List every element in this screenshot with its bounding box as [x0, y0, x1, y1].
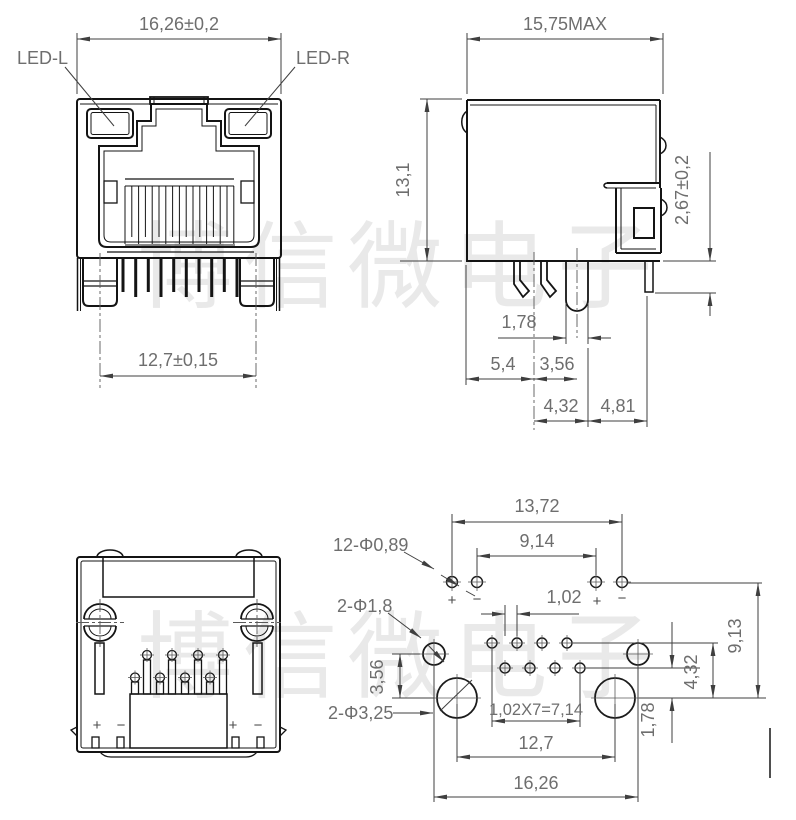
- dim-footprint-total-label: 16,26: [513, 773, 558, 793]
- side-pins: [513, 248, 589, 430]
- dim-side-pin-a-label: 5,4: [490, 354, 515, 374]
- dim-side-pin-width-label: 1,78: [501, 312, 536, 332]
- footprint-extension-lines: [392, 514, 766, 802]
- front-contact-fingers: [107, 186, 254, 253]
- front-view: 16,26±0,2 12,7±0,15 LED-L LED-R: [17, 14, 350, 388]
- watermark-layer: 博信微电子 博信微电子: [137, 215, 662, 711]
- footprint-view: + − + −: [328, 496, 771, 802]
- dim-front-pin-span: 12,7±0,15: [99, 350, 257, 379]
- dim-footprint-led-outer-label: 13,72: [514, 496, 559, 516]
- side-latch-block: [603, 182, 662, 293]
- bottom-view: + − + −: [69, 549, 288, 758]
- dim-footprint-posts-label: 12,7: [518, 733, 553, 753]
- dim-footprint-pitch: 1,02X7=7,14: [489, 701, 583, 724]
- dim-side-pin-width: 1,78: [498, 303, 611, 344]
- dim-footprint-depth-label: 9,13: [725, 618, 745, 653]
- dim-footprint-stagger-label: 1,02: [546, 587, 581, 607]
- bottom-round-posts: [76, 599, 281, 695]
- footprint-holes-label: 12-Φ0,89: [333, 535, 408, 555]
- front-latch-post-right: [239, 258, 275, 307]
- front-cavity: [98, 103, 260, 248]
- dim-footprint-depth: 9,13: [725, 582, 761, 699]
- bottom-minus-right: −: [254, 717, 263, 734]
- footprint-plus-left: +: [448, 592, 457, 609]
- footprint-posts-label: 2-Φ3,25: [328, 703, 393, 723]
- dim-footprint-posts: 12,7: [456, 733, 616, 760]
- dim-footprint-led-outer: 13,72: [451, 496, 623, 525]
- front-led-callouts: LED-L LED-R: [17, 48, 350, 127]
- bottom-pin-block: [128, 648, 230, 749]
- dim-side-pin-c-label: 4,32: [543, 396, 578, 416]
- dim-footprint-led-inner-label: 9,14: [519, 531, 554, 551]
- dim-front-width-label: 16,26±0,2: [139, 14, 219, 34]
- dim-side-pin-d-label: 4,81: [600, 396, 635, 416]
- dim-front-width: 16,26±0,2: [76, 14, 282, 94]
- bottom-plus-left: +: [93, 717, 102, 734]
- dim-footprint-pitch-label: 1,02X7=7,14: [489, 701, 583, 719]
- watermark-text-top: 博信微电子: [137, 215, 662, 321]
- footprint-plus-right: +: [593, 593, 602, 610]
- dim-footprint-row-gap: 1,78: [638, 622, 675, 743]
- footprint-minus-right: −: [618, 590, 627, 607]
- led-left-window: [86, 108, 134, 139]
- dim-side-pin-positions: 5,4 3,56 4,32 4,81: [465, 265, 648, 427]
- led-left-leader: [64, 66, 115, 127]
- dim-side-height: 13,1: [393, 98, 462, 262]
- side-support-leg: [644, 260, 654, 293]
- footprint-signal-holes: [484, 635, 588, 676]
- dim-side-standoff: 2,67±0,2: [655, 152, 716, 316]
- bottom-polarity-marks: + − + −: [91, 717, 265, 749]
- dim-side-height-label: 13,1: [393, 162, 413, 197]
- bottom-minus-left: −: [117, 717, 126, 734]
- dim-side-standoff-label: 2,67±0,2: [672, 155, 692, 225]
- led-left-label: LED-L: [17, 48, 68, 68]
- dim-footprint-led-to-post: 3,56: [367, 653, 403, 699]
- led-right-leader: [244, 66, 296, 127]
- footprint-callouts: 12-Φ0,89 2-Φ1,8 2-Φ3,25: [328, 535, 476, 723]
- front-bottom-legs: [76, 253, 281, 388]
- dim-footprint-stagger: 1,02: [481, 587, 582, 617]
- dim-footprint-total: 16,26: [433, 773, 639, 800]
- dim-footprint-row-label: 4,32: [681, 654, 701, 689]
- footprint-minus-left: −: [473, 591, 482, 608]
- dim-side-depth-label: 15,75MAX: [523, 14, 607, 34]
- side-view: 15,75MAX 13,1 1,78 5,4 3,56 4,32 4,8: [393, 14, 716, 430]
- front-led-windows: [86, 108, 272, 139]
- dim-front-pin-span-label: 12,7±0,15: [138, 350, 218, 370]
- footprint-led-holes-label: 2-Φ1,8: [337, 596, 392, 616]
- dim-footprint-row-gap-label: 1,78: [638, 702, 658, 737]
- front-body-outline: [76, 96, 282, 259]
- dim-side-pin-b-label: 3,56: [539, 354, 574, 374]
- led-right-window: [224, 108, 272, 139]
- dim-footprint-led-inner: 9,14: [476, 531, 597, 559]
- dim-footprint-led-to-post-label: 3,56: [367, 659, 387, 694]
- dim-side-depth: 15,75MAX: [466, 14, 664, 94]
- led-right-label: LED-R: [296, 48, 350, 68]
- side-body-outline: [461, 99, 668, 262]
- side-pin-window: [633, 207, 655, 239]
- bottom-plus-right: +: [229, 717, 238, 734]
- dim-footprint-row: 4,32: [681, 642, 716, 699]
